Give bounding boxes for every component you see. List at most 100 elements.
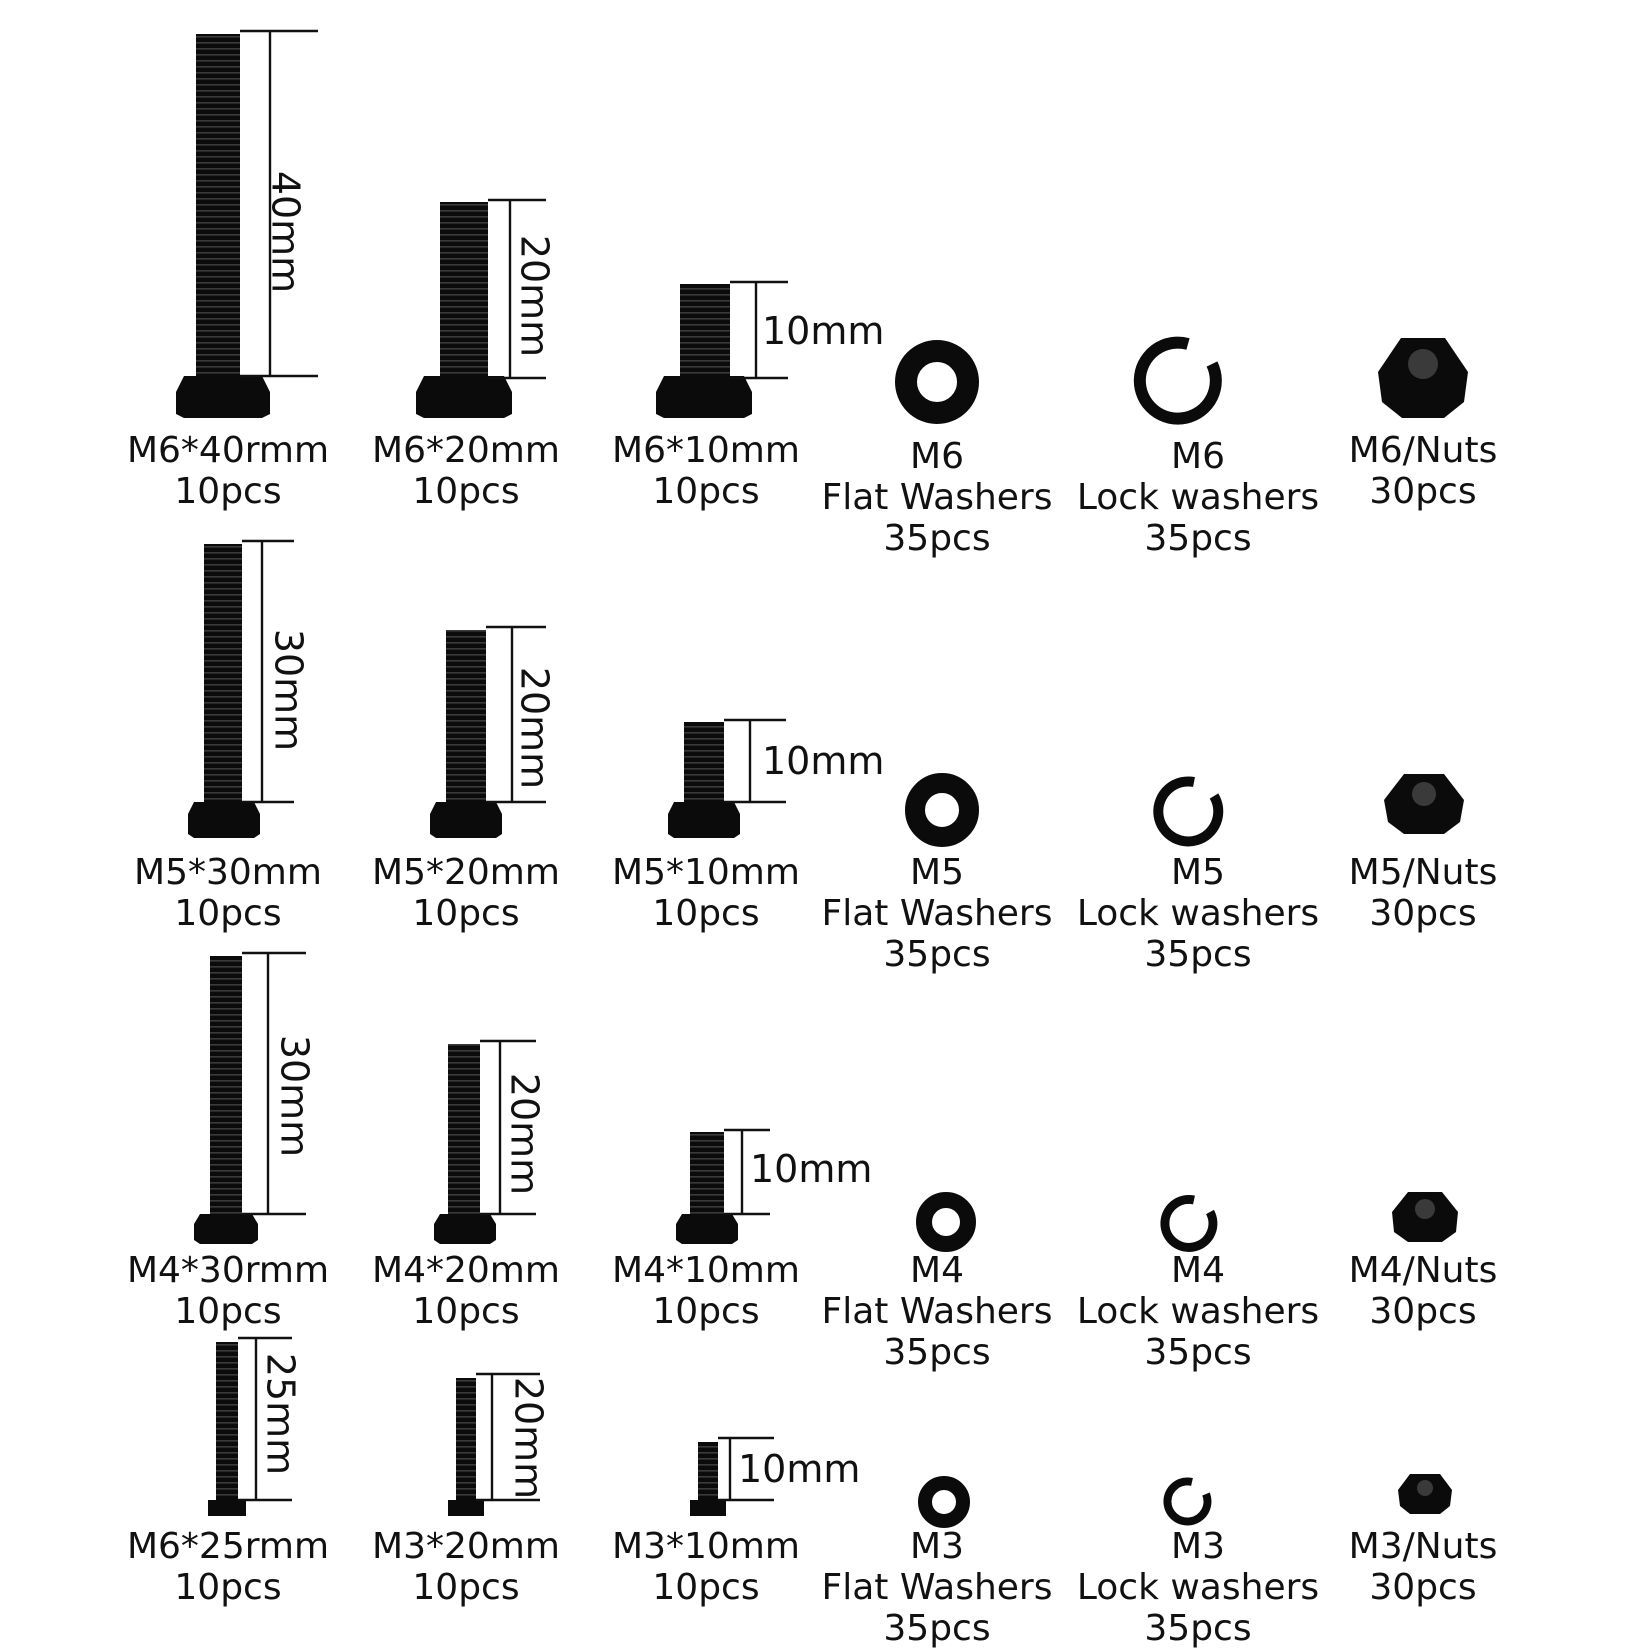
dim-label: 10mm xyxy=(762,739,884,783)
flat-washer-icon xyxy=(918,1476,970,1528)
bolt-m4-10: 10mm M4*10mm 10pcs xyxy=(612,1128,872,1332)
bolt-m5-10: 10mm M5*10mm 10pcs xyxy=(612,718,884,934)
lock-washer-icon xyxy=(1133,336,1222,425)
bolt-m5-30: 30mm M5*30mm 10pcs xyxy=(134,539,322,934)
washer-type: Lock washers xyxy=(1077,1567,1319,1608)
bolt-shank xyxy=(448,1044,480,1216)
bolt-qty: 10pcs xyxy=(412,893,519,934)
washer-size: M5 xyxy=(1171,852,1225,893)
washer-size: M6 xyxy=(910,436,964,477)
bolt-qty: 10pcs xyxy=(174,1567,281,1608)
washer-type: Flat Washers xyxy=(822,1567,1053,1608)
row-m5: 30mm M5*30mm 10pcs 20mm M5*20mm 10pcs 10… xyxy=(134,539,1498,975)
bolt-shank xyxy=(204,544,242,804)
bolt-qty: 10pcs xyxy=(412,471,519,512)
washer-qty: 35pcs xyxy=(883,934,990,975)
bolt-qty: 10pcs xyxy=(174,893,281,934)
washer-size: M4 xyxy=(910,1250,964,1291)
bolt-name: M6*20mm xyxy=(372,430,560,471)
washer-type: Lock washers xyxy=(1077,893,1319,934)
bolt-hex-head xyxy=(656,376,752,418)
nut-name: M4/Nuts xyxy=(1349,1250,1498,1291)
bolt-qty: 10pcs xyxy=(652,893,759,934)
nut-m4: M4/Nuts 30pcs xyxy=(1349,1192,1498,1332)
lock-washer-m4: M4 Lock washers 35pcs xyxy=(1077,1194,1319,1373)
washer-qty: 35pcs xyxy=(883,518,990,559)
bolt-qty: 10pcs xyxy=(652,1567,759,1608)
nut-hole xyxy=(1417,1480,1433,1496)
bolt-qty: 10pcs xyxy=(412,1291,519,1332)
bolt-shank xyxy=(216,1342,238,1502)
bolt-shank xyxy=(456,1378,476,1502)
bolt-qty: 10pcs xyxy=(652,1291,759,1332)
bolt-qty: 10pcs xyxy=(412,1567,519,1608)
lock-washer-icon xyxy=(1163,1477,1212,1526)
nut-m5: M5/Nuts 30pcs xyxy=(1349,774,1498,934)
dim-label: 20mm xyxy=(513,235,557,357)
lock-washer-icon xyxy=(1160,1194,1218,1252)
nut-qty: 30pcs xyxy=(1369,893,1476,934)
dim-label: 10mm xyxy=(762,309,884,353)
flat-washer-m6: M6 Flat Washers 35pcs xyxy=(822,340,1053,559)
washer-size: M6 xyxy=(1171,436,1225,477)
washer-size: M4 xyxy=(1171,1250,1225,1291)
nut-hole xyxy=(1412,782,1436,806)
bolt-hex-head xyxy=(188,802,260,838)
bolt-shank xyxy=(440,202,488,380)
bolt-m6-10: 10mm M6*10mm 10pcs xyxy=(612,280,884,512)
dim-label: 20mm xyxy=(503,1073,547,1195)
bolt-name: M4*20mm xyxy=(372,1250,560,1291)
bolt-m4-30: 30mm M4*30rmm 10pcs xyxy=(127,951,329,1332)
flat-washer-m4: M4 Flat Washers 35pcs xyxy=(822,1192,1053,1373)
row-m3: 25mm M6*25rmm 10pcs 20mm M3*20mm 10pcs 1… xyxy=(127,1336,1498,1649)
bolt-name: M5*30mm xyxy=(134,852,322,893)
lock-washer-m3: M3 Lock washers 35pcs xyxy=(1077,1477,1319,1649)
nut-name: M5/Nuts xyxy=(1349,852,1498,893)
bolt-hex-head xyxy=(690,1500,726,1516)
washer-type: Flat Washers xyxy=(822,477,1053,518)
bolt-shank xyxy=(196,34,240,380)
dim-label: 10mm xyxy=(750,1147,872,1191)
bolt-qty: 10pcs xyxy=(652,471,759,512)
bolt-m3-20: 20mm M3*20mm 10pcs xyxy=(372,1372,560,1608)
washer-qty: 35pcs xyxy=(883,1332,990,1373)
nut-m3: M3/Nuts 30pcs xyxy=(1349,1474,1498,1608)
flat-washer-icon xyxy=(905,773,979,847)
bolt-hex-head xyxy=(416,376,512,418)
lock-washer-m5: M5 Lock washers 35pcs xyxy=(1077,776,1319,975)
nut-hole xyxy=(1415,1199,1435,1219)
bolt-hex-head xyxy=(448,1500,484,1516)
nut-name: M6/Nuts xyxy=(1349,430,1498,471)
dim-label: 20mm xyxy=(513,667,557,789)
washer-type: Flat Washers xyxy=(822,1291,1053,1332)
bolt-name: M3*10mm xyxy=(612,1526,800,1567)
flat-washer-m5: M5 Flat Washers 35pcs xyxy=(822,773,1053,975)
washer-qty: 35pcs xyxy=(1144,1332,1251,1373)
nut-hole xyxy=(1408,349,1438,379)
washer-type: Lock washers xyxy=(1077,477,1319,518)
bolt-m4-20: 20mm M4*20mm 10pcs xyxy=(372,1039,560,1332)
dim-label: 10mm xyxy=(738,1447,860,1491)
bolt-hex-head xyxy=(668,802,740,838)
flat-washer-icon xyxy=(916,1192,976,1252)
nut-qty: 30pcs xyxy=(1369,1567,1476,1608)
bolt-hex-head xyxy=(430,802,502,838)
flat-washer-m3: M3 Flat Washers 35pcs xyxy=(822,1476,1053,1649)
dim-label: 20mm xyxy=(507,1377,551,1499)
nut-qty: 30pcs xyxy=(1369,1291,1476,1332)
bolt-m3-10: 10mm M3*10mm 10pcs xyxy=(612,1436,860,1608)
bolt-qty: 10pcs xyxy=(174,471,281,512)
bolt-hex-head xyxy=(434,1214,496,1244)
nut-qty: 30pcs xyxy=(1369,471,1476,512)
bolt-qty: 10pcs xyxy=(174,1291,281,1332)
bolt-name: M3*20mm xyxy=(372,1526,560,1567)
washer-type: Flat Washers xyxy=(822,893,1053,934)
nut-name: M3/Nuts xyxy=(1349,1526,1498,1567)
bolt-shank xyxy=(210,956,242,1216)
bolt-m6-20: 20mm M6*20mm 10pcs xyxy=(372,198,560,512)
dim-label: 30mm xyxy=(273,1035,317,1157)
bolt-name: M6*10mm xyxy=(612,430,800,471)
lock-washer-m6: M6 Lock washers 35pcs xyxy=(1077,336,1319,559)
bolt-shank xyxy=(446,630,486,804)
